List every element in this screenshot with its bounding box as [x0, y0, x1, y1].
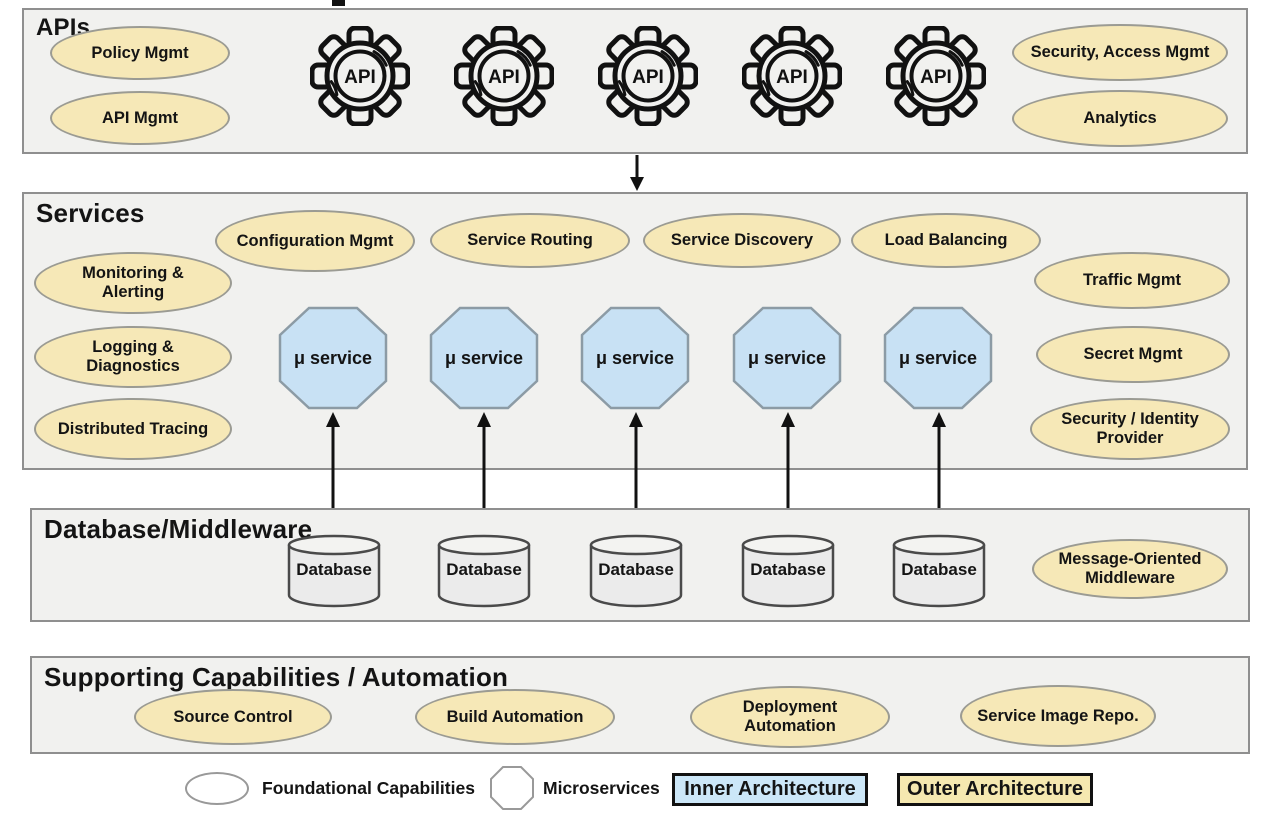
legend-microservices-label: Microservices	[543, 778, 660, 798]
oval-label: Security / Identity Provider	[1061, 410, 1199, 447]
cylinder-shape	[287, 534, 381, 608]
legend-oval-icon	[185, 772, 249, 805]
oval-message-oriented-middleware: Message-Oriented Middleware	[1032, 539, 1228, 599]
microservice-label: μ service	[595, 347, 675, 368]
oval-secret-mgmt: Secret Mgmt	[1036, 326, 1230, 383]
oval-label: Build Automation	[446, 707, 584, 726]
oval-deployment-automation: Deployment Automation	[690, 686, 890, 748]
database-label: Database	[901, 560, 977, 579]
oval-analytics: Analytics	[1012, 90, 1228, 147]
oval-service-routing: Service Routing	[430, 213, 630, 268]
supporting-layer-title: Supporting Capabilities / Automation	[44, 662, 509, 692]
octagon-shape	[883, 306, 993, 410]
oval-label: Logging & Diagnostics	[86, 338, 180, 375]
oval-label: Service Image Repo.	[977, 706, 1139, 725]
legend-foundational-label: Foundational Capabilities	[262, 778, 475, 798]
oval-load-balancing: Load Balancing	[851, 213, 1041, 268]
octagon-shape	[732, 306, 842, 410]
oval-source-control: Source Control	[134, 689, 332, 745]
api-gear-icon: API	[454, 26, 554, 126]
oval-label: Service Routing	[467, 231, 593, 250]
legend-inner-architecture: Inner Architecture	[672, 773, 868, 806]
oval-label: Security, Access Mgmt	[1030, 43, 1210, 62]
gear-api-label: API	[344, 67, 376, 88]
oval-label: Policy Mgmt	[91, 43, 189, 62]
gear-api-label: API	[920, 67, 952, 88]
oval-label: Message-Oriented Middleware	[1058, 550, 1202, 587]
cylinder-shape	[892, 534, 986, 608]
database-label: Database	[446, 560, 522, 579]
apis-to-services-arrow	[630, 155, 644, 191]
cylinder-shape	[741, 534, 835, 608]
database-cylinder: Database	[741, 534, 835, 608]
oval-monitoring-alerting: Monitoring & Alerting	[34, 252, 232, 314]
database-cylinder: Database	[589, 534, 683, 608]
oval-label: Deployment Automation	[742, 698, 838, 735]
oval-security-identity-provider: Security / Identity Provider	[1030, 398, 1230, 460]
database-label: Database	[296, 560, 372, 579]
database-cylinder: Database	[892, 534, 986, 608]
oval-label: Analytics	[1083, 109, 1157, 128]
api-gear-icon: API	[598, 26, 698, 126]
legend-outer-label: Outer Architecture	[907, 778, 1083, 800]
oval-label: Configuration Mgmt	[236, 231, 394, 250]
octagon-shape	[429, 306, 539, 410]
oval-label: Monitoring & Alerting	[82, 264, 184, 301]
legend-inner-label: Inner Architecture	[684, 778, 856, 800]
oval-configuration-mgmt: Configuration Mgmt	[215, 210, 415, 272]
microservice-label: μ service	[898, 347, 978, 368]
octagon-shape	[580, 306, 690, 410]
octagon-shape	[278, 306, 388, 410]
cylinder-shape	[437, 534, 531, 608]
gear-api-label: API	[776, 67, 808, 88]
oval-service-discovery: Service Discovery	[643, 213, 841, 268]
microservice-label: μ service	[444, 347, 524, 368]
database-cylinder: Database	[437, 534, 531, 608]
api-gear-icon: API	[742, 26, 842, 126]
oval-label: Load Balancing	[884, 231, 1008, 250]
gear-api-label: API	[632, 67, 664, 88]
oval-api-mgmt: API Mgmt	[50, 91, 230, 145]
microservice-octagon: μ service	[883, 306, 993, 410]
gear-api-label: API	[488, 67, 520, 88]
microservice-octagon: μ service	[278, 306, 388, 410]
oval-label: Distributed Tracing	[57, 419, 209, 438]
oval-service-image-repo: Service Image Repo.	[960, 685, 1156, 747]
microservice-octagon: μ service	[429, 306, 539, 410]
oval-label: API Mgmt	[101, 108, 179, 127]
oval-label: Service Discovery	[670, 231, 814, 250]
microservice-label: μ service	[747, 347, 827, 368]
oval-security-access-mgmt: Security, Access Mgmt	[1012, 24, 1228, 81]
api-gear-icon: API	[310, 26, 410, 126]
database-label: Database	[750, 560, 826, 579]
services-layer-title: Services	[36, 198, 145, 228]
microservice-octagon: μ service	[580, 306, 690, 410]
oval-label: Source Control	[173, 707, 293, 726]
legend-octagon-icon	[490, 766, 534, 810]
legend-outer-architecture: Outer Architecture	[897, 773, 1093, 806]
cylinder-shape	[589, 534, 683, 608]
oval-label: Traffic Mgmt	[1082, 271, 1182, 290]
oval-policy-mgmt: Policy Mgmt	[50, 26, 230, 80]
oval-distributed-tracing: Distributed Tracing	[34, 398, 232, 460]
microservice-octagon: μ service	[732, 306, 842, 410]
microservice-label: μ service	[293, 347, 373, 368]
cropped-title-fragment	[332, 0, 345, 6]
database-label: Database	[598, 560, 674, 579]
database-middleware-layer-title: Database/Middleware	[44, 514, 313, 544]
oval-logging-diagnostics: Logging & Diagnostics	[34, 326, 232, 388]
database-cylinder: Database	[287, 534, 381, 608]
oval-label: Secret Mgmt	[1083, 345, 1183, 364]
api-gear-icon: API	[886, 26, 986, 126]
oval-traffic-mgmt: Traffic Mgmt	[1034, 252, 1230, 309]
oval-build-automation: Build Automation	[415, 689, 615, 745]
